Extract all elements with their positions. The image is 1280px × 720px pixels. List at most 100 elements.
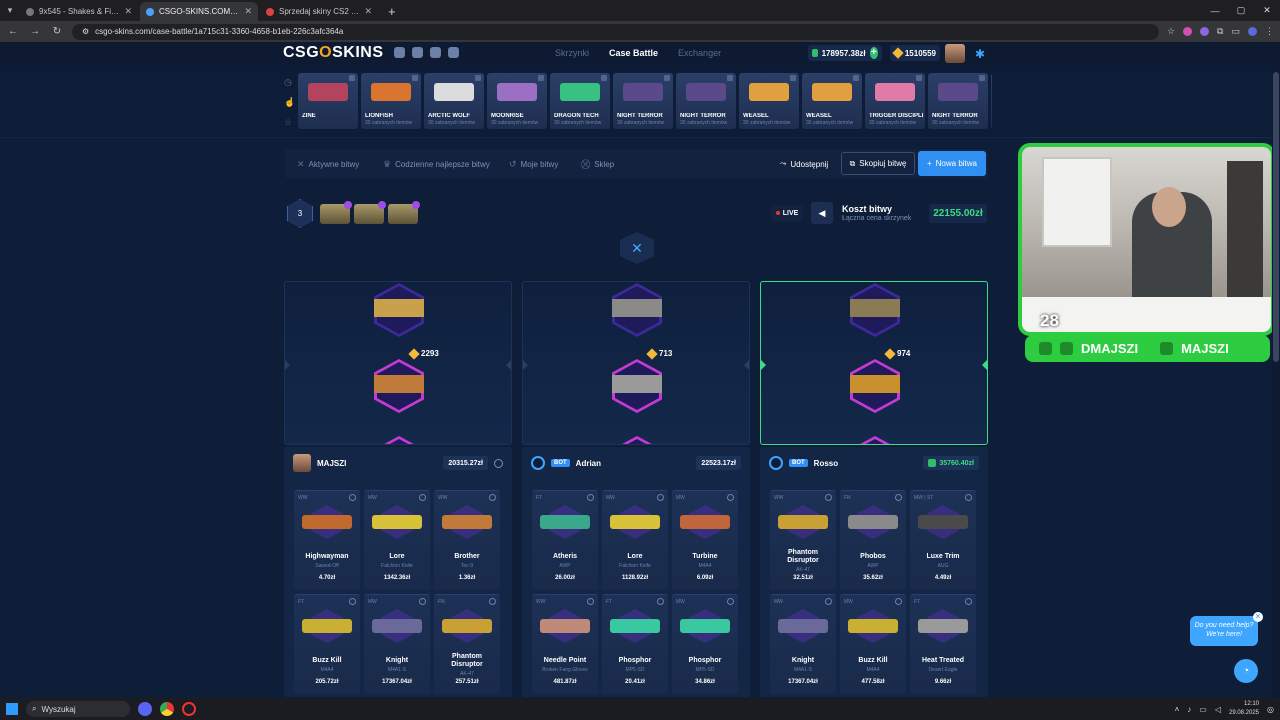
favorite-icon[interactable] bbox=[727, 598, 734, 605]
favorite-icon[interactable] bbox=[825, 494, 832, 501]
tab-my-battles[interactable]: ↺Moje bitwy bbox=[509, 159, 558, 170]
user-avatar[interactable] bbox=[945, 44, 965, 63]
favorite-icon[interactable] bbox=[489, 494, 496, 501]
facebook-icon[interactable] bbox=[412, 47, 423, 58]
favorite-icon[interactable] bbox=[489, 598, 496, 605]
network-icon[interactable]: ▭ bbox=[1199, 704, 1207, 714]
windows-start-icon[interactable] bbox=[6, 703, 18, 715]
help-bubble[interactable]: Do you need help? We're here! bbox=[1190, 616, 1258, 646]
x-twitter-icon[interactable] bbox=[448, 47, 459, 58]
discord-app-icon[interactable] bbox=[138, 702, 152, 716]
favorite-icon[interactable] bbox=[419, 494, 426, 501]
drop-item[interactable]: TIGRIS bbox=[991, 73, 992, 129]
instagram-icon[interactable] bbox=[430, 47, 441, 58]
balance-main[interactable]: 178957.38zł + bbox=[808, 45, 882, 61]
help-close-icon[interactable]: ✕ bbox=[1253, 612, 1263, 622]
favorite-icon[interactable] bbox=[657, 598, 664, 605]
case-thumbnail[interactable] bbox=[388, 201, 420, 224]
settings-gear-icon[interactable]: ✱ bbox=[975, 47, 986, 61]
close-window-icon[interactable]: ✕ bbox=[1263, 5, 1271, 15]
browser-tab[interactable]: Sprzedaj skiny CS2 (CSGO) | N✕ bbox=[260, 2, 378, 21]
tab-active-battles[interactable]: ✕Aktywne bitwy bbox=[297, 159, 359, 170]
discord-icon[interactable] bbox=[394, 47, 405, 58]
sound-toggle-button[interactable]: ◀ bbox=[811, 202, 833, 224]
star-icon[interactable]: ☆ bbox=[284, 117, 293, 127]
favorite-icon[interactable] bbox=[965, 494, 972, 501]
favorite-icon[interactable] bbox=[587, 598, 594, 605]
mic-icon[interactable]: ♪ bbox=[1187, 704, 1192, 714]
profile-icon[interactable] bbox=[1248, 27, 1257, 36]
reload-icon[interactable]: ↻ bbox=[52, 26, 62, 37]
tab-close-icon[interactable]: ✕ bbox=[244, 6, 252, 16]
favorite-icon[interactable] bbox=[587, 494, 594, 501]
thumb-up-icon[interactable]: ☝ bbox=[284, 97, 296, 107]
site-info-icon[interactable]: ⚙ bbox=[82, 27, 90, 36]
favorite-icon[interactable] bbox=[727, 494, 734, 501]
extension-icon[interactable] bbox=[1183, 27, 1193, 36]
player-avatar[interactable] bbox=[293, 454, 311, 472]
clock-icon[interactable]: ◷ bbox=[284, 77, 292, 87]
volume-icon[interactable]: ◁ bbox=[1214, 704, 1221, 714]
chat-bubble-icon[interactable]: ◔ bbox=[1234, 659, 1258, 683]
favorite-icon[interactable] bbox=[349, 494, 356, 501]
favorite-icon[interactable] bbox=[965, 598, 972, 605]
minimize-icon[interactable]: — bbox=[1210, 5, 1220, 16]
tab-daily-best-battles[interactable]: ♛Codzienne najlepsze bitwy bbox=[383, 159, 490, 170]
nav-item[interactable]: Skrzynki bbox=[555, 48, 590, 58]
site-logo[interactable]: CSGOSKINS bbox=[283, 44, 384, 62]
favorite-icon[interactable] bbox=[825, 598, 832, 605]
chevron-up-icon[interactable]: ˄ bbox=[1174, 704, 1180, 714]
menu-dots-icon[interactable]: ⋮ bbox=[1265, 26, 1274, 36]
share-button[interactable]: ⤳Udostępnij bbox=[780, 159, 828, 169]
tab-search-icon[interactable]: ▾ bbox=[7, 5, 13, 15]
player-options-icon[interactable] bbox=[494, 458, 503, 468]
tab-close-icon[interactable]: ✕ bbox=[364, 6, 372, 16]
scrollbar-thumb[interactable] bbox=[1273, 72, 1279, 362]
chrome-app-icon[interactable] bbox=[160, 702, 174, 716]
back-icon[interactable]: ← bbox=[8, 26, 18, 37]
drop-item[interactable]: TRIGGER DISCIPLINE30 zabranych itemów bbox=[865, 73, 925, 129]
notifications-icon[interactable]: ◎ bbox=[1267, 704, 1274, 714]
deposit-plus-button[interactable]: + bbox=[869, 47, 878, 59]
favorite-icon[interactable] bbox=[895, 598, 902, 605]
app-icon[interactable] bbox=[182, 702, 196, 716]
extension-icon[interactable] bbox=[1200, 27, 1210, 36]
case-thumbnail[interactable] bbox=[354, 201, 386, 224]
sidebar-icon[interactable]: ▭ bbox=[1231, 26, 1240, 36]
url-field[interactable]: ⚙ csgo-skins.com/case-battle/1a715c31-33… bbox=[72, 23, 1159, 40]
favorite-icon[interactable] bbox=[419, 598, 426, 605]
maximize-icon[interactable]: ▢ bbox=[1236, 5, 1246, 15]
drop-item[interactable]: ZINE bbox=[298, 73, 358, 129]
puzzle-icon[interactable]: ⧉ bbox=[1217, 26, 1224, 36]
bookmark-star-icon[interactable]: ☆ bbox=[1166, 26, 1176, 36]
nav-item[interactable]: Case Battle bbox=[609, 48, 659, 58]
clock[interactable]: 12:10 29.08.2025 bbox=[1229, 700, 1259, 718]
forward-icon[interactable]: → bbox=[30, 26, 40, 37]
taskbar-search[interactable]: ⌕Wyszukaj bbox=[26, 701, 130, 717]
favorite-icon[interactable] bbox=[895, 494, 902, 501]
